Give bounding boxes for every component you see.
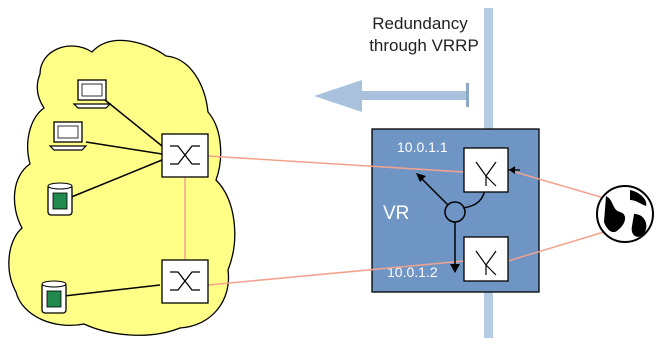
- computer-icon: [72, 79, 112, 109]
- router-icon: [463, 147, 520, 193]
- arrow-head-top: [416, 173, 426, 182]
- disk-icon: [47, 182, 73, 216]
- caption-line-1: Redundancy: [372, 14, 468, 33]
- globe-icon: [596, 185, 654, 243]
- arrow-head-bottom: [450, 264, 460, 273]
- router-icon: [463, 236, 509, 282]
- computer-icon: [48, 121, 88, 151]
- switch-icon: [161, 133, 209, 178]
- switch-icon: [161, 259, 209, 304]
- virtual-router-label: VR: [383, 203, 409, 224]
- caption-line-2: through VRRP: [369, 36, 479, 55]
- arrow-icon: [314, 80, 469, 112]
- disk-icon: [41, 280, 67, 314]
- router-ip-top: 10.0.1.1: [397, 139, 448, 155]
- lan-links: [63, 99, 163, 297]
- uplinks: [207, 155, 605, 286]
- router-ip-bottom: 10.0.1.2: [387, 264, 438, 280]
